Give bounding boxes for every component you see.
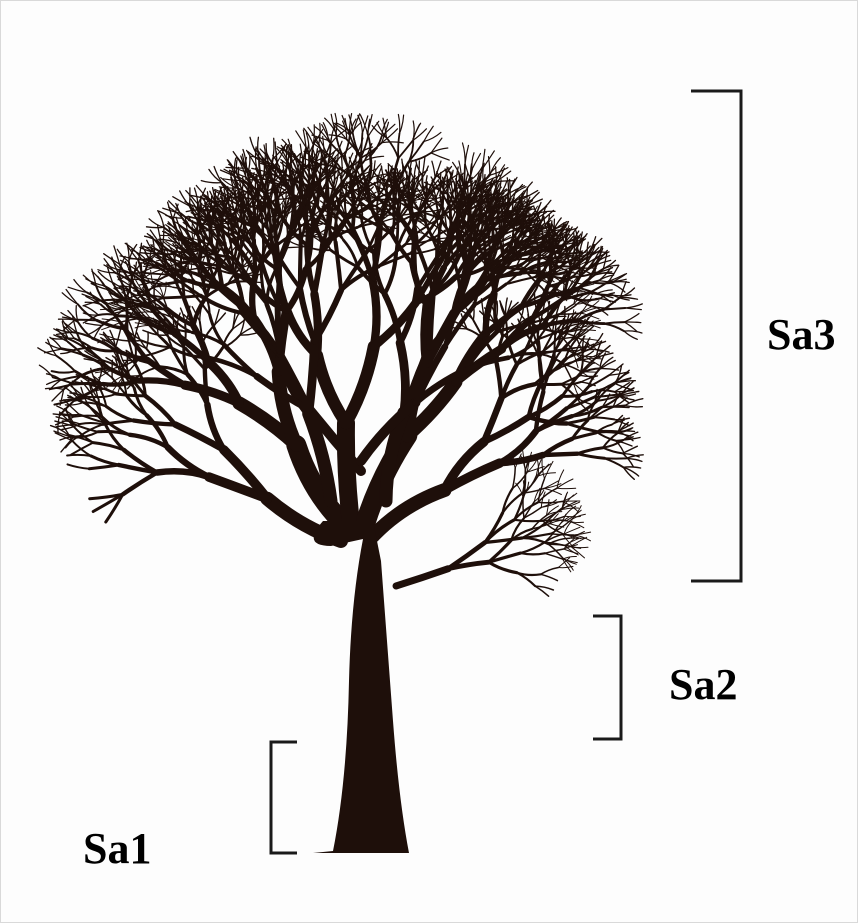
label-sa2: Sa2	[669, 663, 737, 707]
label-sa3: Sa3	[767, 313, 835, 357]
tree-trunk	[313, 521, 409, 853]
bracket-sa1	[271, 742, 297, 853]
bracket-sa3	[691, 91, 741, 581]
label-sa1: Sa1	[83, 827, 151, 871]
bracket-sa2	[593, 616, 621, 739]
